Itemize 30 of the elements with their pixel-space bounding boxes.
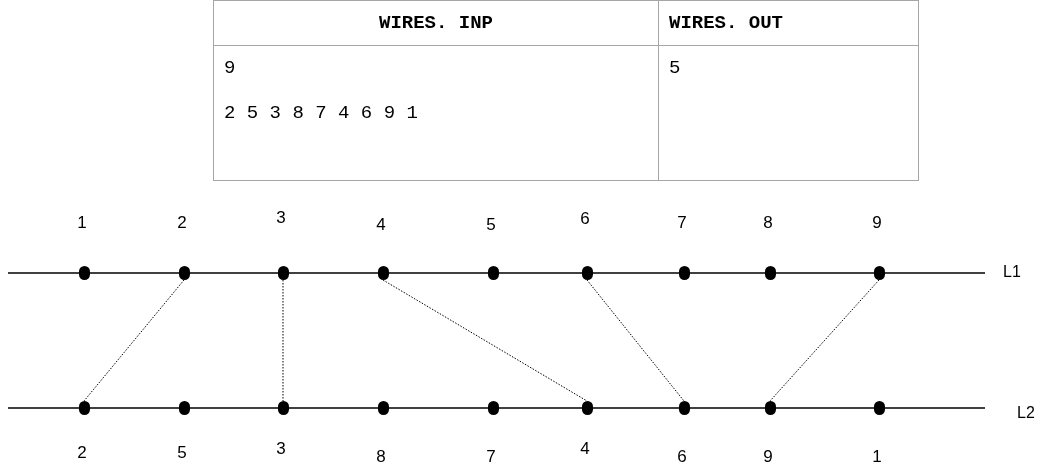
wire-number: 6 <box>677 448 687 464</box>
wire-number: 1 <box>77 214 87 231</box>
dotted-connector <box>769 279 880 402</box>
table-header: WIRES. OUT <box>669 10 784 36</box>
wire-number: 7 <box>677 214 687 231</box>
wire-number: 3 <box>276 440 286 457</box>
line-label: L1 <box>1003 264 1021 280</box>
wire-number: 5 <box>177 444 187 461</box>
wire-number: 7 <box>486 448 496 464</box>
table-cell-text: 9 <box>224 56 237 81</box>
wire-number: 6 <box>580 210 590 227</box>
dotted-connector <box>83 279 185 402</box>
wire-number: 1 <box>872 448 882 464</box>
table-cell-text: 2 5 3 8 7 4 6 9 1 <box>224 100 419 126</box>
wire-number: 9 <box>872 214 882 231</box>
wire-number: 8 <box>763 214 773 231</box>
dotted-connector <box>586 279 685 402</box>
table-cell-text: 5 <box>669 56 682 81</box>
wire-number: 2 <box>177 214 187 231</box>
wire-number: 4 <box>376 216 386 233</box>
wire-number: 5 <box>486 216 496 233</box>
table-header: WIRES. INP <box>379 10 493 36</box>
wire-number: 9 <box>763 448 773 464</box>
wire-number: 8 <box>376 448 386 464</box>
wire-number: 2 <box>77 444 87 461</box>
wire-number: 4 <box>580 440 590 457</box>
wire-number: 3 <box>276 209 286 226</box>
dotted-connector <box>382 279 588 402</box>
line-label: L2 <box>1017 405 1035 421</box>
dotted-connector <box>282 279 284 402</box>
